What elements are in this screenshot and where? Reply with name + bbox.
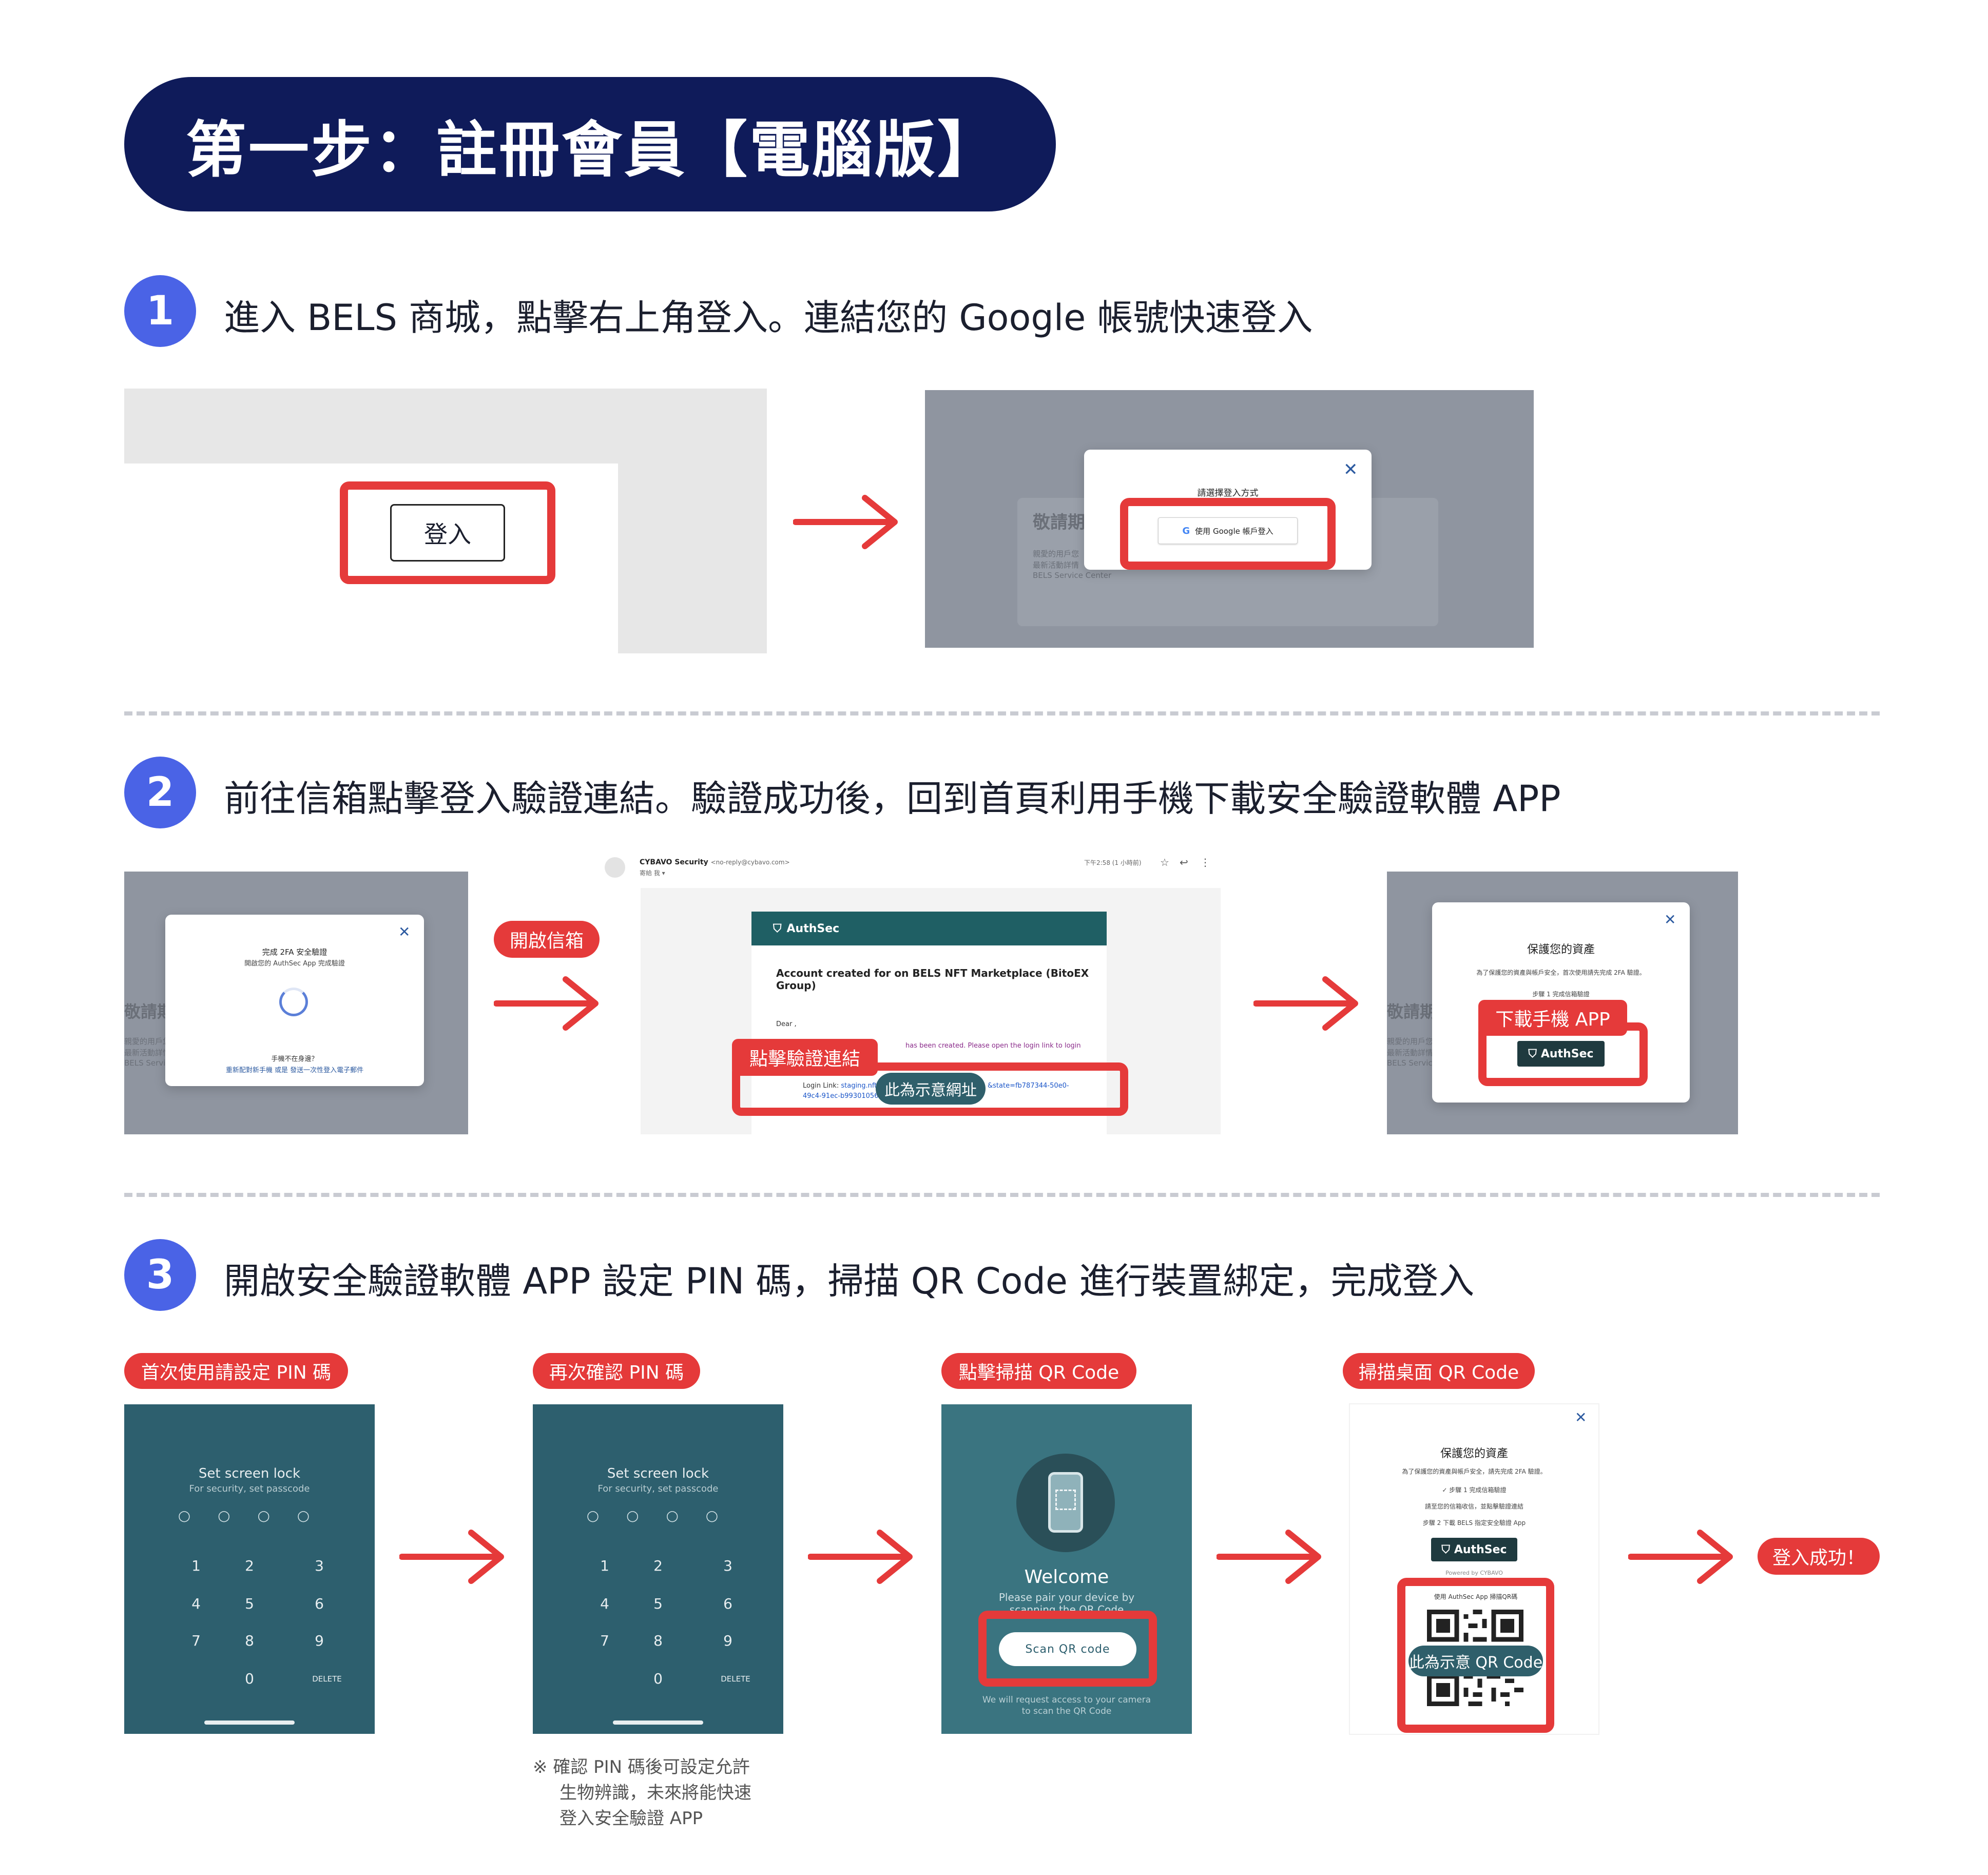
step-2-text: 前往信箱點擊登入驗證連結。驗證成功後，回到首頁利用手機下載安全驗證軟體 APP (224, 778, 1561, 820)
keypad-2[interactable]: 2 (245, 1557, 254, 1574)
more-icon[interactable]: ⋮ (1200, 856, 1210, 868)
arrow-right-icon (1253, 975, 1361, 1032)
page-title-banner: 第一步：註冊會員【電腦版】 (124, 77, 1056, 211)
authsec-mail-banner: ⛉AuthSec (751, 912, 1107, 945)
scan-qr-button[interactable]: Scan QR code (999, 1632, 1136, 1666)
login-success-tag: 登入成功！ (1758, 1538, 1880, 1575)
step-2-badge: 2 (124, 757, 196, 828)
step-3-badge: 3 (124, 1239, 196, 1311)
star-icon[interactable]: ☆ (1160, 856, 1169, 868)
keypad-1[interactable]: 1 (191, 1557, 201, 1574)
login-link[interactable]: staging.nft.b (841, 1082, 883, 1090)
keypad-9[interactable]: 9 (723, 1632, 732, 1649)
keypad-1[interactable]: 1 (600, 1557, 609, 1574)
keypad-4[interactable]: 4 (191, 1595, 201, 1612)
keypad-4[interactable]: 4 (600, 1595, 609, 1612)
click-link-tag: 點擊驗證連結 (732, 1039, 878, 1076)
keypad-0[interactable]: 0 (653, 1670, 663, 1687)
keypad-delete[interactable]: DELETE (721, 1674, 750, 1684)
pin-setup-screen: Set screen lock For security, set passco… (124, 1404, 375, 1734)
keypad-5[interactable]: 5 (245, 1595, 254, 1612)
keypad-6[interactable]: 6 (315, 1595, 324, 1612)
confirm-pin-tag: 再次確認 PIN 碼 (533, 1353, 700, 1389)
keypad-delete[interactable]: DELETE (312, 1674, 342, 1684)
demo-qr-pill: 此為示意 QR Code (1408, 1646, 1543, 1676)
twofa-dialog: ✕ 完成 2FA 安全驗證 開啟您的 AuthSec App 完成驗證 手機不在… (165, 915, 424, 1086)
arrow-right-icon (1217, 1529, 1324, 1585)
keypad-0[interactable]: 0 (245, 1670, 254, 1687)
arrow-right-icon (399, 1529, 507, 1585)
step-3-text: 開啟安全驗證軟體 APP 設定 PIN 碼，掃描 QR Code 進行裝置綁定，… (224, 1260, 1475, 1302)
step-1-text: 進入 BELS 商城，點擊右上角登入。連結您的 Google 帳號快速登入 (224, 297, 1313, 339)
authsec-logo-icon: ⛉ (773, 922, 782, 935)
open-mail-tag: 開啟信箱 (494, 921, 600, 958)
keypad-8[interactable]: 8 (653, 1632, 663, 1649)
keypad-7[interactable]: 7 (191, 1632, 201, 1649)
download-app-tag: 下載手機 APP (1478, 1000, 1627, 1036)
demo-url-pill: 此為示意網址 (876, 1073, 986, 1105)
close-icon[interactable]: ✕ (1343, 459, 1358, 480)
reply-icon[interactable]: ↩ (1180, 856, 1188, 868)
avatar (605, 857, 625, 878)
keypad-5[interactable]: 5 (653, 1595, 663, 1612)
pin-dots: ○ ○ ○ ○ (586, 1507, 730, 1524)
authsec-logo-icon: ⛉ (1441, 1543, 1450, 1556)
step1-site-header (124, 389, 767, 653)
desktop-qr-highlight (1397, 1578, 1554, 1733)
pin-note-line-2: 生物辨識，未來將能快速 (559, 1783, 751, 1803)
pin-confirm-screen: Set screen lock For security, set passco… (533, 1404, 783, 1734)
keypad-9[interactable]: 9 (315, 1632, 324, 1649)
login-highlight (340, 481, 555, 584)
google-icon: G (1182, 525, 1190, 536)
desktop-qr-dialog: ✕ 保護您的資產 為了保護您的資產與帳戶安全，請先完成 2FA 驗證。 ✓ 步驟… (1350, 1404, 1598, 1734)
pin-note-line-1: ※ 確認 PIN 碼後可設定允許 (533, 1757, 750, 1777)
page-title: 第一步：註冊會員【電腦版】 (186, 114, 1000, 185)
keypad-3[interactable]: 3 (723, 1557, 732, 1574)
pin-dots: ○ ○ ○ ○ (178, 1507, 321, 1524)
mail-header: CYBAVO Security <no-reply@cybavo.com> 寄給… (605, 855, 1221, 880)
google-login-highlight (1120, 498, 1336, 570)
arrow-right-icon (1628, 1529, 1736, 1585)
login-method-dialog: ✕ 請選擇登入方式 (1084, 450, 1372, 570)
keypad-2[interactable]: 2 (653, 1557, 663, 1574)
twofa-alt-links[interactable]: 重新配對新手機 或是 發送一次性登入電子郵件 (225, 1067, 364, 1074)
authsec-download-button[interactable]: ⛉AuthSec (1517, 1041, 1605, 1067)
section-divider (124, 711, 1880, 716)
set-pin-tag: 首次使用請設定 PIN 碼 (124, 1353, 348, 1389)
authsec-download-button[interactable]: ⛉AuthSec (1431, 1538, 1517, 1561)
keypad-8[interactable]: 8 (245, 1632, 254, 1649)
arrow-right-icon (494, 975, 602, 1032)
arrow-right-icon (808, 1529, 916, 1585)
close-icon[interactable]: ✕ (1575, 1409, 1587, 1426)
keypad-7[interactable]: 7 (600, 1632, 609, 1649)
close-icon[interactable]: ✕ (1664, 911, 1676, 928)
scan-qr-tag: 點擊掃描 QR Code (941, 1353, 1136, 1389)
phone-scan-illustration-icon (1016, 1454, 1115, 1552)
keypad-6[interactable]: 6 (723, 1595, 732, 1612)
section-divider (124, 1193, 1880, 1197)
google-login-button[interactable]: G 使用 Google 帳戶登入 (1158, 517, 1298, 544)
scan-desktop-qr-tag: 掃描桌面 QR Code (1343, 1353, 1535, 1389)
arrow-right-icon (793, 494, 901, 550)
step-1-badge: 1 (124, 275, 196, 347)
loading-spinner-icon (279, 988, 308, 1016)
pin-note-line-3: 登入安全驗證 APP (559, 1808, 703, 1829)
authsec-logo-icon: ⛉ (1528, 1047, 1537, 1060)
keypad-3[interactable]: 3 (315, 1557, 324, 1574)
home-indicator (613, 1721, 703, 1725)
scan-qr-highlight (978, 1611, 1157, 1687)
close-icon[interactable]: ✕ (398, 923, 411, 940)
home-indicator (204, 1721, 295, 1725)
login-button[interactable]: 登入 (390, 504, 505, 562)
